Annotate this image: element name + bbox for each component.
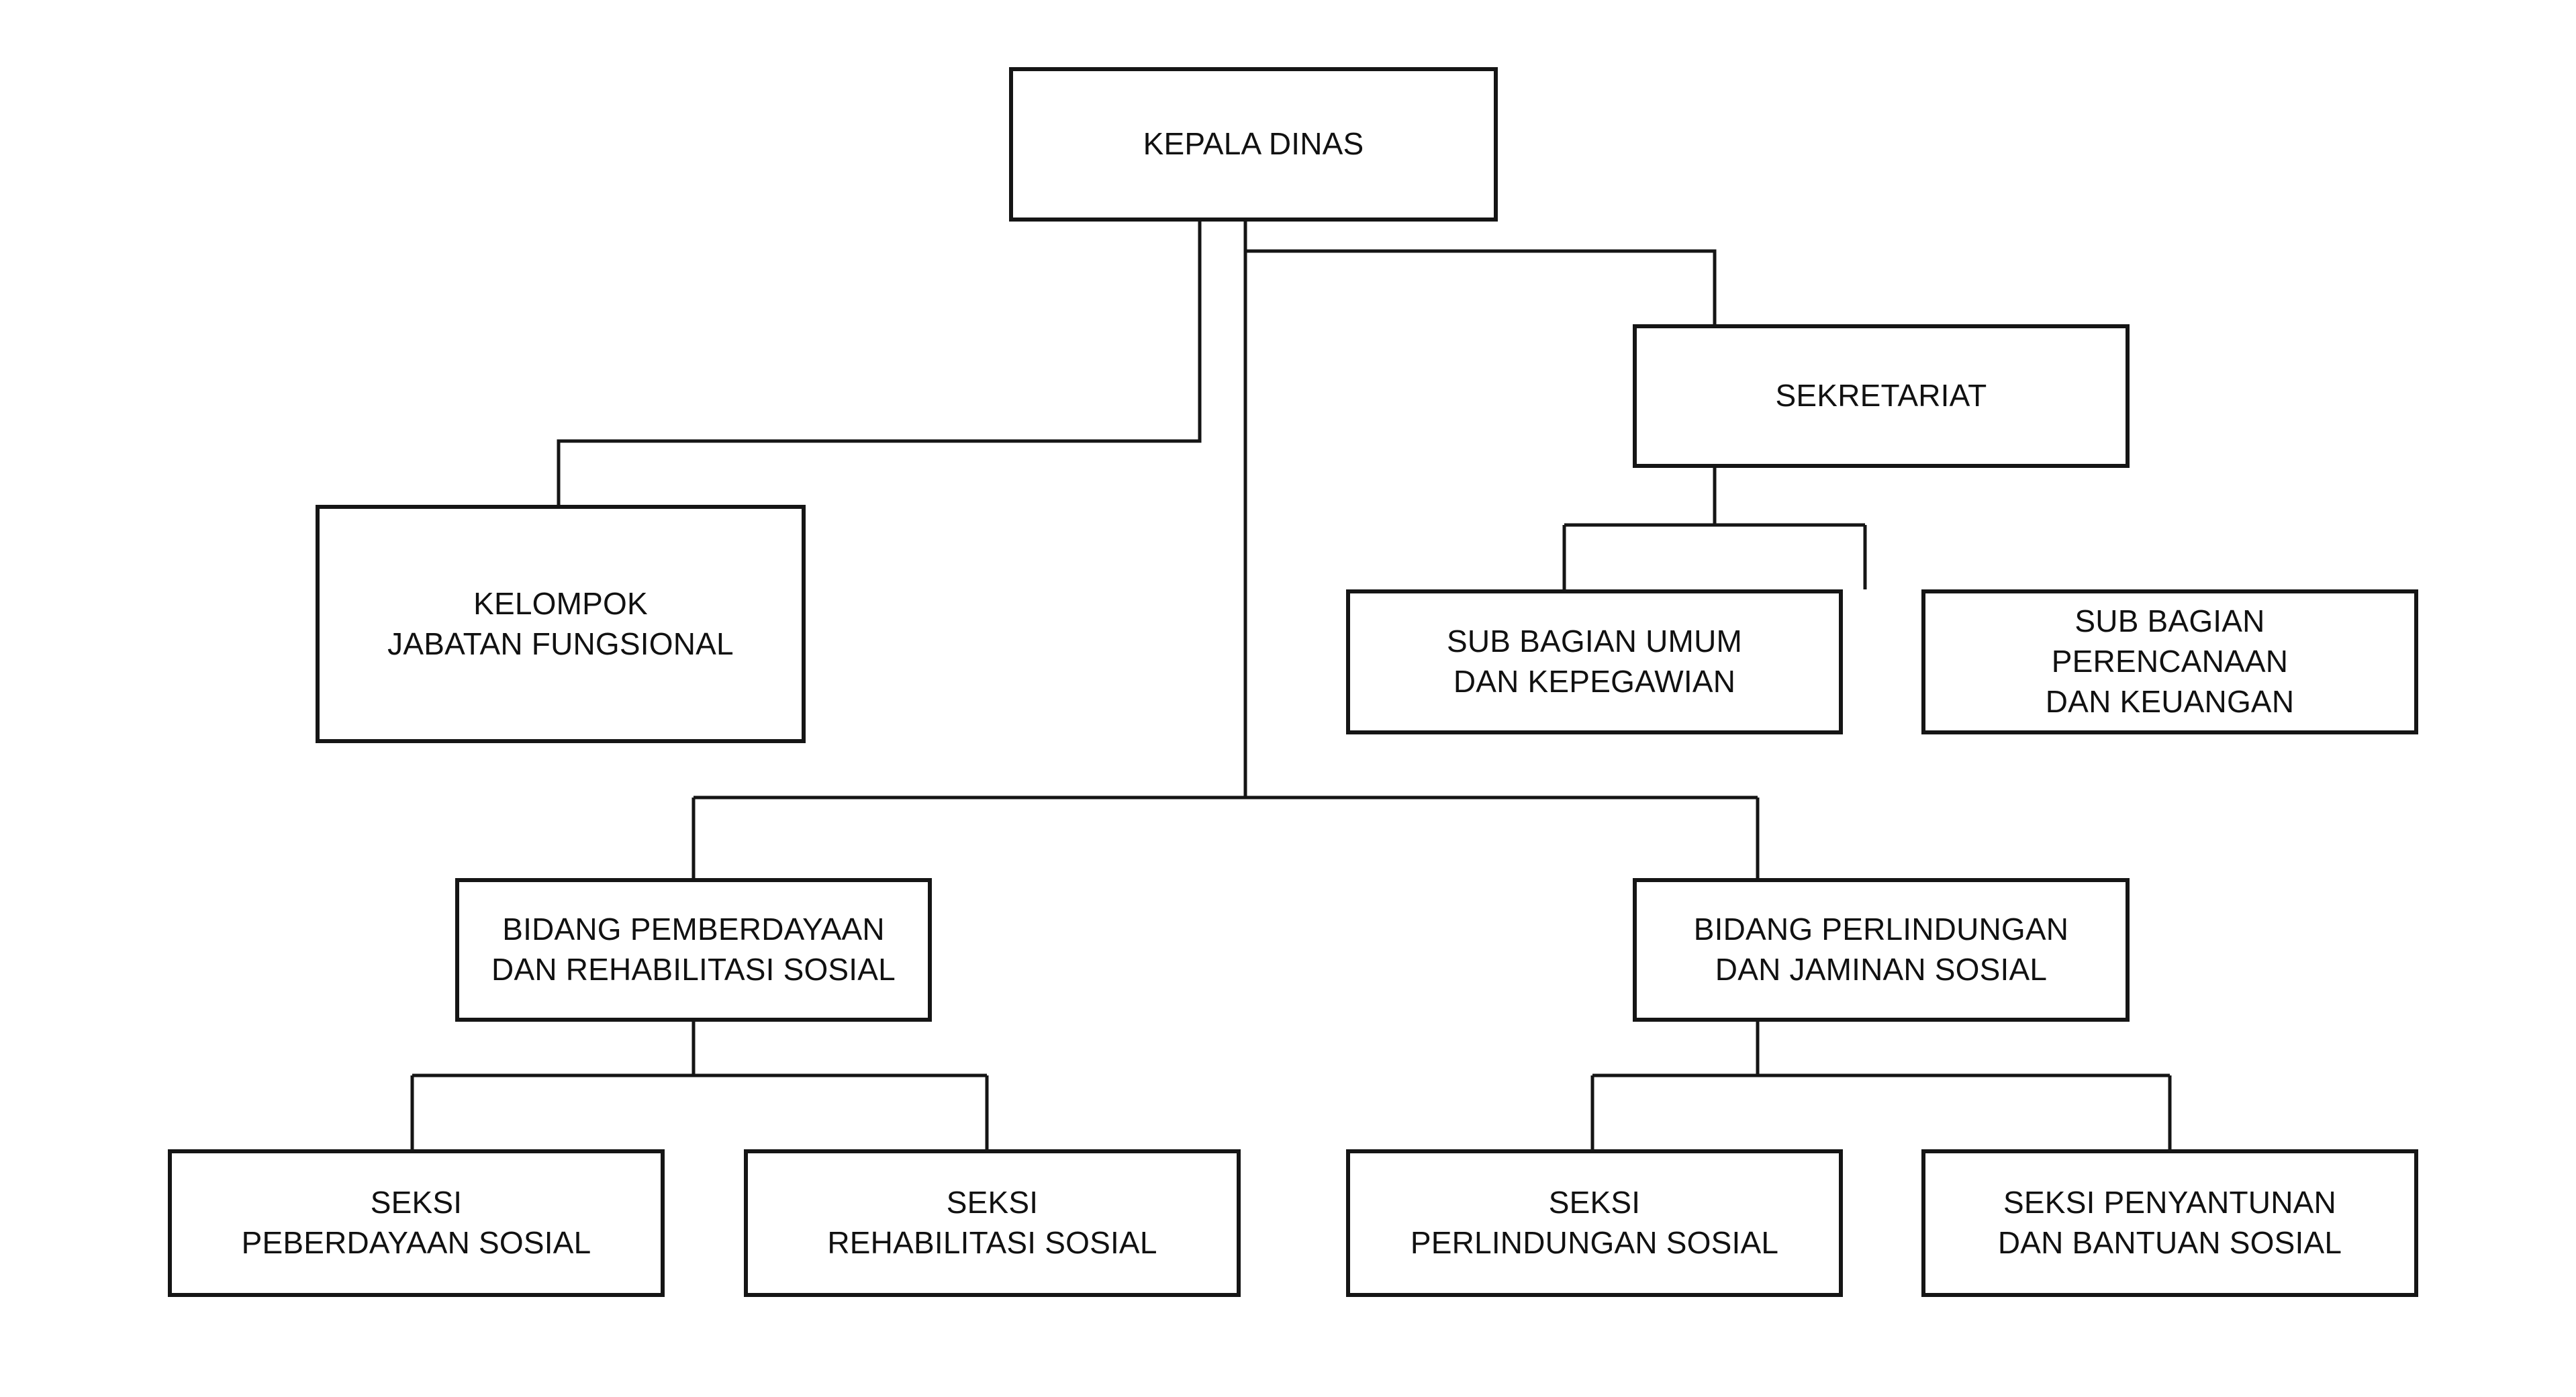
node-bidang-pemberdayaan[interactable]: BIDANG PEMBERDAYAAN DAN REHABILITASI SOS…	[455, 878, 932, 1022]
node-bidang-perlindungan[interactable]: BIDANG PERLINDUNGAN DAN JAMINAN SOSIAL	[1633, 878, 2130, 1022]
node-sub-bagian-perencanaan[interactable]: SUB BAGIAN PERENCANAAN DAN KEUANGAN	[1921, 589, 2418, 734]
node-seksi-perlindungan-sosial[interactable]: SEKSI PERLINDUNGAN SOSIAL	[1346, 1149, 1843, 1297]
node-seksi-penyantunan[interactable]: SEKSI PENYANTUNAN DAN BANTUAN SOSIAL	[1921, 1149, 2418, 1297]
node-kepala-dinas-label: KEPALA DINAS	[1143, 126, 1364, 162]
node-seksi-peberdayaan-sosial[interactable]: SEKSI PEBERDAYAAN SOSIAL	[168, 1149, 665, 1297]
node-sekretariat[interactable]: SEKRETARIAT	[1633, 324, 2130, 468]
edge-kepala-to-sekretariat	[1245, 249, 1717, 324]
node-kepala-dinas[interactable]: KEPALA DINAS	[1009, 67, 1498, 222]
node-kelompok-jabatan-fungsional[interactable]: KELOMPOK JABATAN FUNGSIONAL	[316, 505, 806, 743]
node-sub-bagian-umum-label: SUB BAGIAN UMUM DAN KEPEGAWIAN	[1446, 624, 1743, 699]
node-bidang-pemberdayaan-label: BIDANG PEMBERDAYAAN DAN REHABILITASI SOS…	[491, 912, 896, 987]
node-sub-bagian-umum[interactable]: SUB BAGIAN UMUM DAN KEPEGAWIAN	[1346, 589, 1843, 734]
node-seksi-rehabilitasi-sosial[interactable]: SEKSI REHABILITASI SOSIAL	[744, 1149, 1241, 1297]
node-seksi-rehabilitasi-sosial-label: SEKSI REHABILITASI SOSIAL	[827, 1185, 1157, 1260]
node-sekretariat-label: SEKRETARIAT	[1775, 378, 1987, 414]
node-seksi-peberdayaan-sosial-label: SEKSI PEBERDAYAAN SOSIAL	[241, 1185, 591, 1260]
node-bidang-perlindungan-label: BIDANG PERLINDUNGAN DAN JAMINAN SOSIAL	[1693, 912, 2069, 987]
node-sub-bagian-perencanaan-label: SUB BAGIAN PERENCANAAN DAN KEUANGAN	[2045, 604, 2295, 719]
node-seksi-perlindungan-sosial-label: SEKSI PERLINDUNGAN SOSIAL	[1410, 1185, 1779, 1260]
edge-kepala-to-kelompok	[557, 222, 1202, 505]
node-seksi-penyantunan-label: SEKSI PENYANTUNAN DAN BANTUAN SOSIAL	[1997, 1185, 2342, 1260]
node-kelompok-jabatan-fungsional-label: KELOMPOK JABATAN FUNGSIONAL	[387, 585, 734, 661]
